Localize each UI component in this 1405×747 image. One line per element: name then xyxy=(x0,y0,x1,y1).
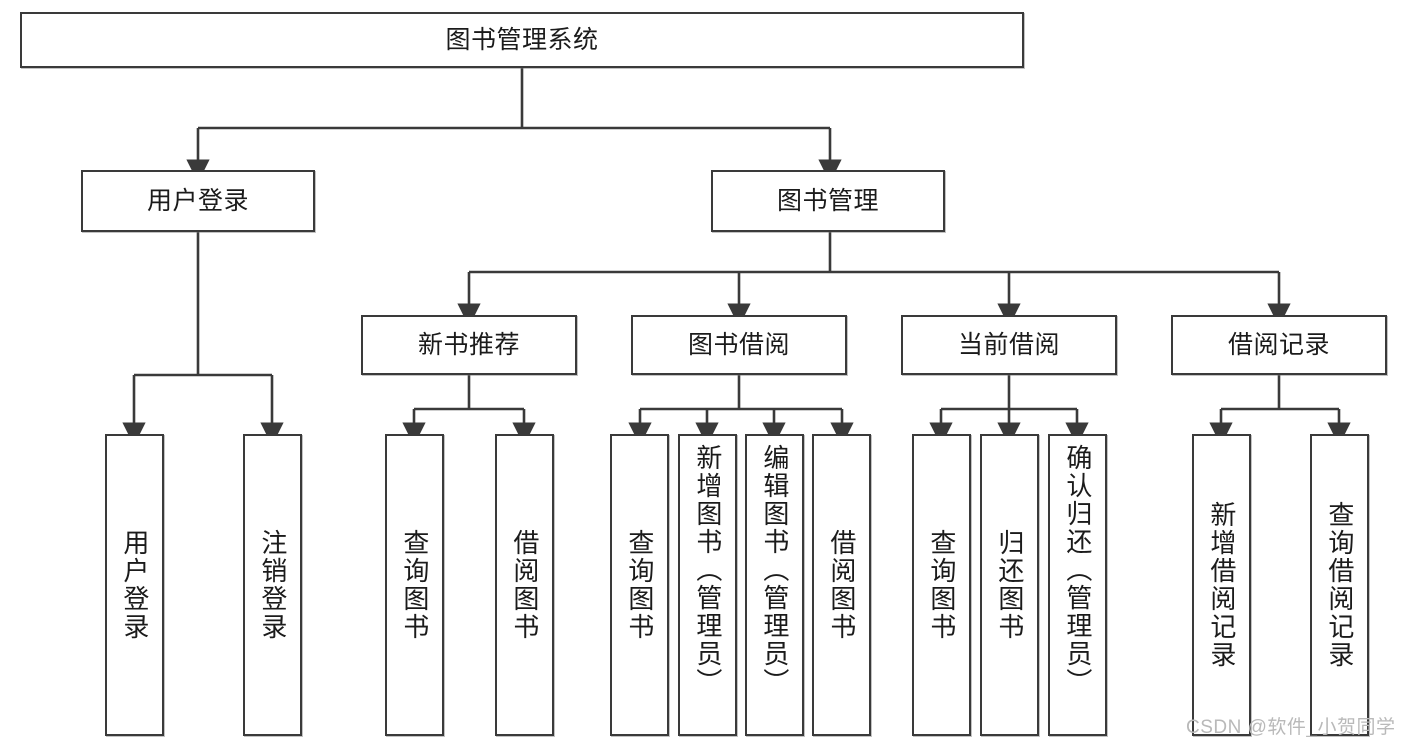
node-label: 用户登录 xyxy=(146,186,249,215)
leaf-user-login-login[interactable]: 用户登录 xyxy=(105,434,164,736)
node-label: 图书管理 xyxy=(776,186,879,215)
leaf-new-book-query-book[interactable]: 查询图书 xyxy=(385,434,444,736)
node-book-management[interactable]: 图书管理 xyxy=(711,170,945,232)
leaf-borrow-records-query-record[interactable]: 查询借阅记录 xyxy=(1310,434,1369,736)
node-label: 新书推荐 xyxy=(417,330,520,359)
leaf-book-borrow-add-book-admin[interactable]: 新增图书（管理员） xyxy=(678,434,737,736)
node-label: 查询图书 xyxy=(624,529,655,641)
leaf-user-login-logout[interactable]: 注销登录 xyxy=(243,434,302,736)
node-label: 查询图书 xyxy=(926,529,957,641)
node-label: 图书管理系统 xyxy=(445,25,599,54)
leaf-current-borrow-confirm-return-admin[interactable]: 确认归还（管理员） xyxy=(1048,434,1107,736)
leaf-book-borrow-borrow-book[interactable]: 借阅图书 xyxy=(812,434,871,736)
node-user-login[interactable]: 用户登录 xyxy=(81,170,315,232)
leaf-current-borrow-return-book[interactable]: 归还图书 xyxy=(980,434,1039,736)
node-label: 借阅记录 xyxy=(1227,330,1330,359)
node-new-book-recommend[interactable]: 新书推荐 xyxy=(361,315,577,375)
node-label: 图书借阅 xyxy=(687,330,790,359)
node-current-borrow[interactable]: 当前借阅 xyxy=(901,315,1117,375)
node-label: 新增借阅记录 xyxy=(1206,501,1237,669)
node-label: 用户登录 xyxy=(119,529,150,641)
node-label: 借阅图书 xyxy=(826,529,857,641)
leaf-current-borrow-query-book[interactable]: 查询图书 xyxy=(912,434,971,736)
node-label: 注销登录 xyxy=(257,529,288,641)
node-root-book-management-system[interactable]: 图书管理系统 xyxy=(20,12,1024,68)
leaf-new-book-borrow-book[interactable]: 借阅图书 xyxy=(495,434,554,736)
leaf-book-borrow-query-book[interactable]: 查询图书 xyxy=(610,434,669,736)
leaf-borrow-records-add-record[interactable]: 新增借阅记录 xyxy=(1192,434,1251,736)
node-label: 编辑图书（管理员） xyxy=(759,444,790,696)
node-borrow-records[interactable]: 借阅记录 xyxy=(1171,315,1387,375)
leaf-book-borrow-edit-book-admin[interactable]: 编辑图书（管理员） xyxy=(745,434,804,736)
node-label: 确认归还（管理员） xyxy=(1062,444,1093,696)
node-book-borrow[interactable]: 图书借阅 xyxy=(631,315,847,375)
csdn-watermark: CSDN @软件_小贺同学 xyxy=(1186,717,1396,738)
node-label: 新增图书（管理员） xyxy=(692,444,723,696)
node-label: 当前借阅 xyxy=(957,330,1060,359)
node-label: 查询图书 xyxy=(399,529,430,641)
node-label: 查询借阅记录 xyxy=(1324,501,1355,669)
node-label: 借阅图书 xyxy=(509,529,540,641)
node-label: 归还图书 xyxy=(994,529,1025,641)
